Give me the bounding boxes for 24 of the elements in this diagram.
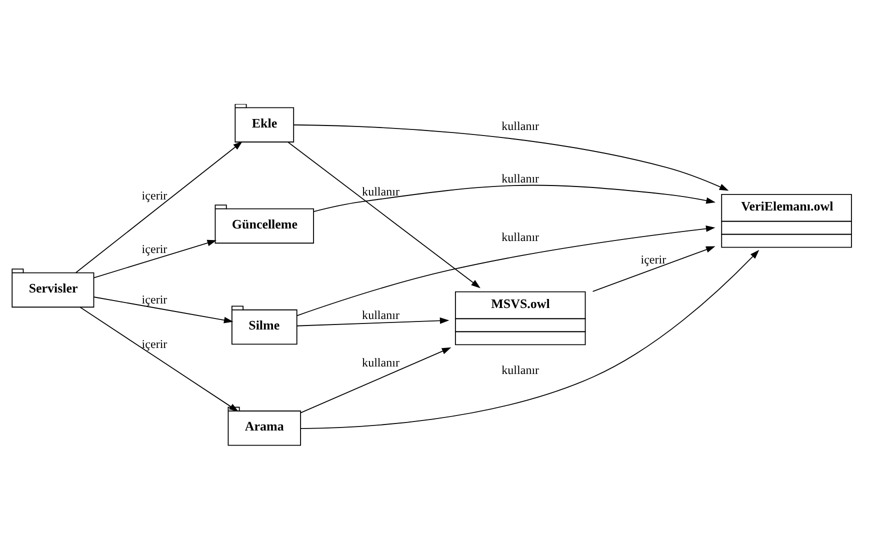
arrow (296, 317, 450, 326)
arrow (313, 184, 716, 212)
edge-label: kullanır (502, 362, 540, 377)
edge-label: içerir (142, 336, 168, 351)
arrow (80, 306, 238, 412)
edge-label: kullanır (502, 172, 540, 186)
edge-label: kullanır (362, 184, 400, 199)
edge-label: içerir (142, 188, 168, 202)
arrow (296, 225, 716, 316)
edge-label: kullanır (362, 308, 400, 322)
edge-label: kullanır (502, 230, 540, 244)
edge-label: içerir (142, 242, 168, 256)
arrow (300, 250, 760, 430)
edge-label: kullanır (502, 118, 540, 133)
edge-label: içerir (640, 252, 666, 266)
arrow (75, 141, 242, 274)
arrow (93, 296, 234, 324)
edge-label: içerir (142, 292, 168, 306)
edge-label: kullanır (362, 355, 400, 370)
arrow (300, 347, 452, 414)
arrow (592, 246, 716, 292)
arrow (293, 124, 729, 191)
arrow (288, 142, 480, 288)
arrow (93, 240, 217, 278)
